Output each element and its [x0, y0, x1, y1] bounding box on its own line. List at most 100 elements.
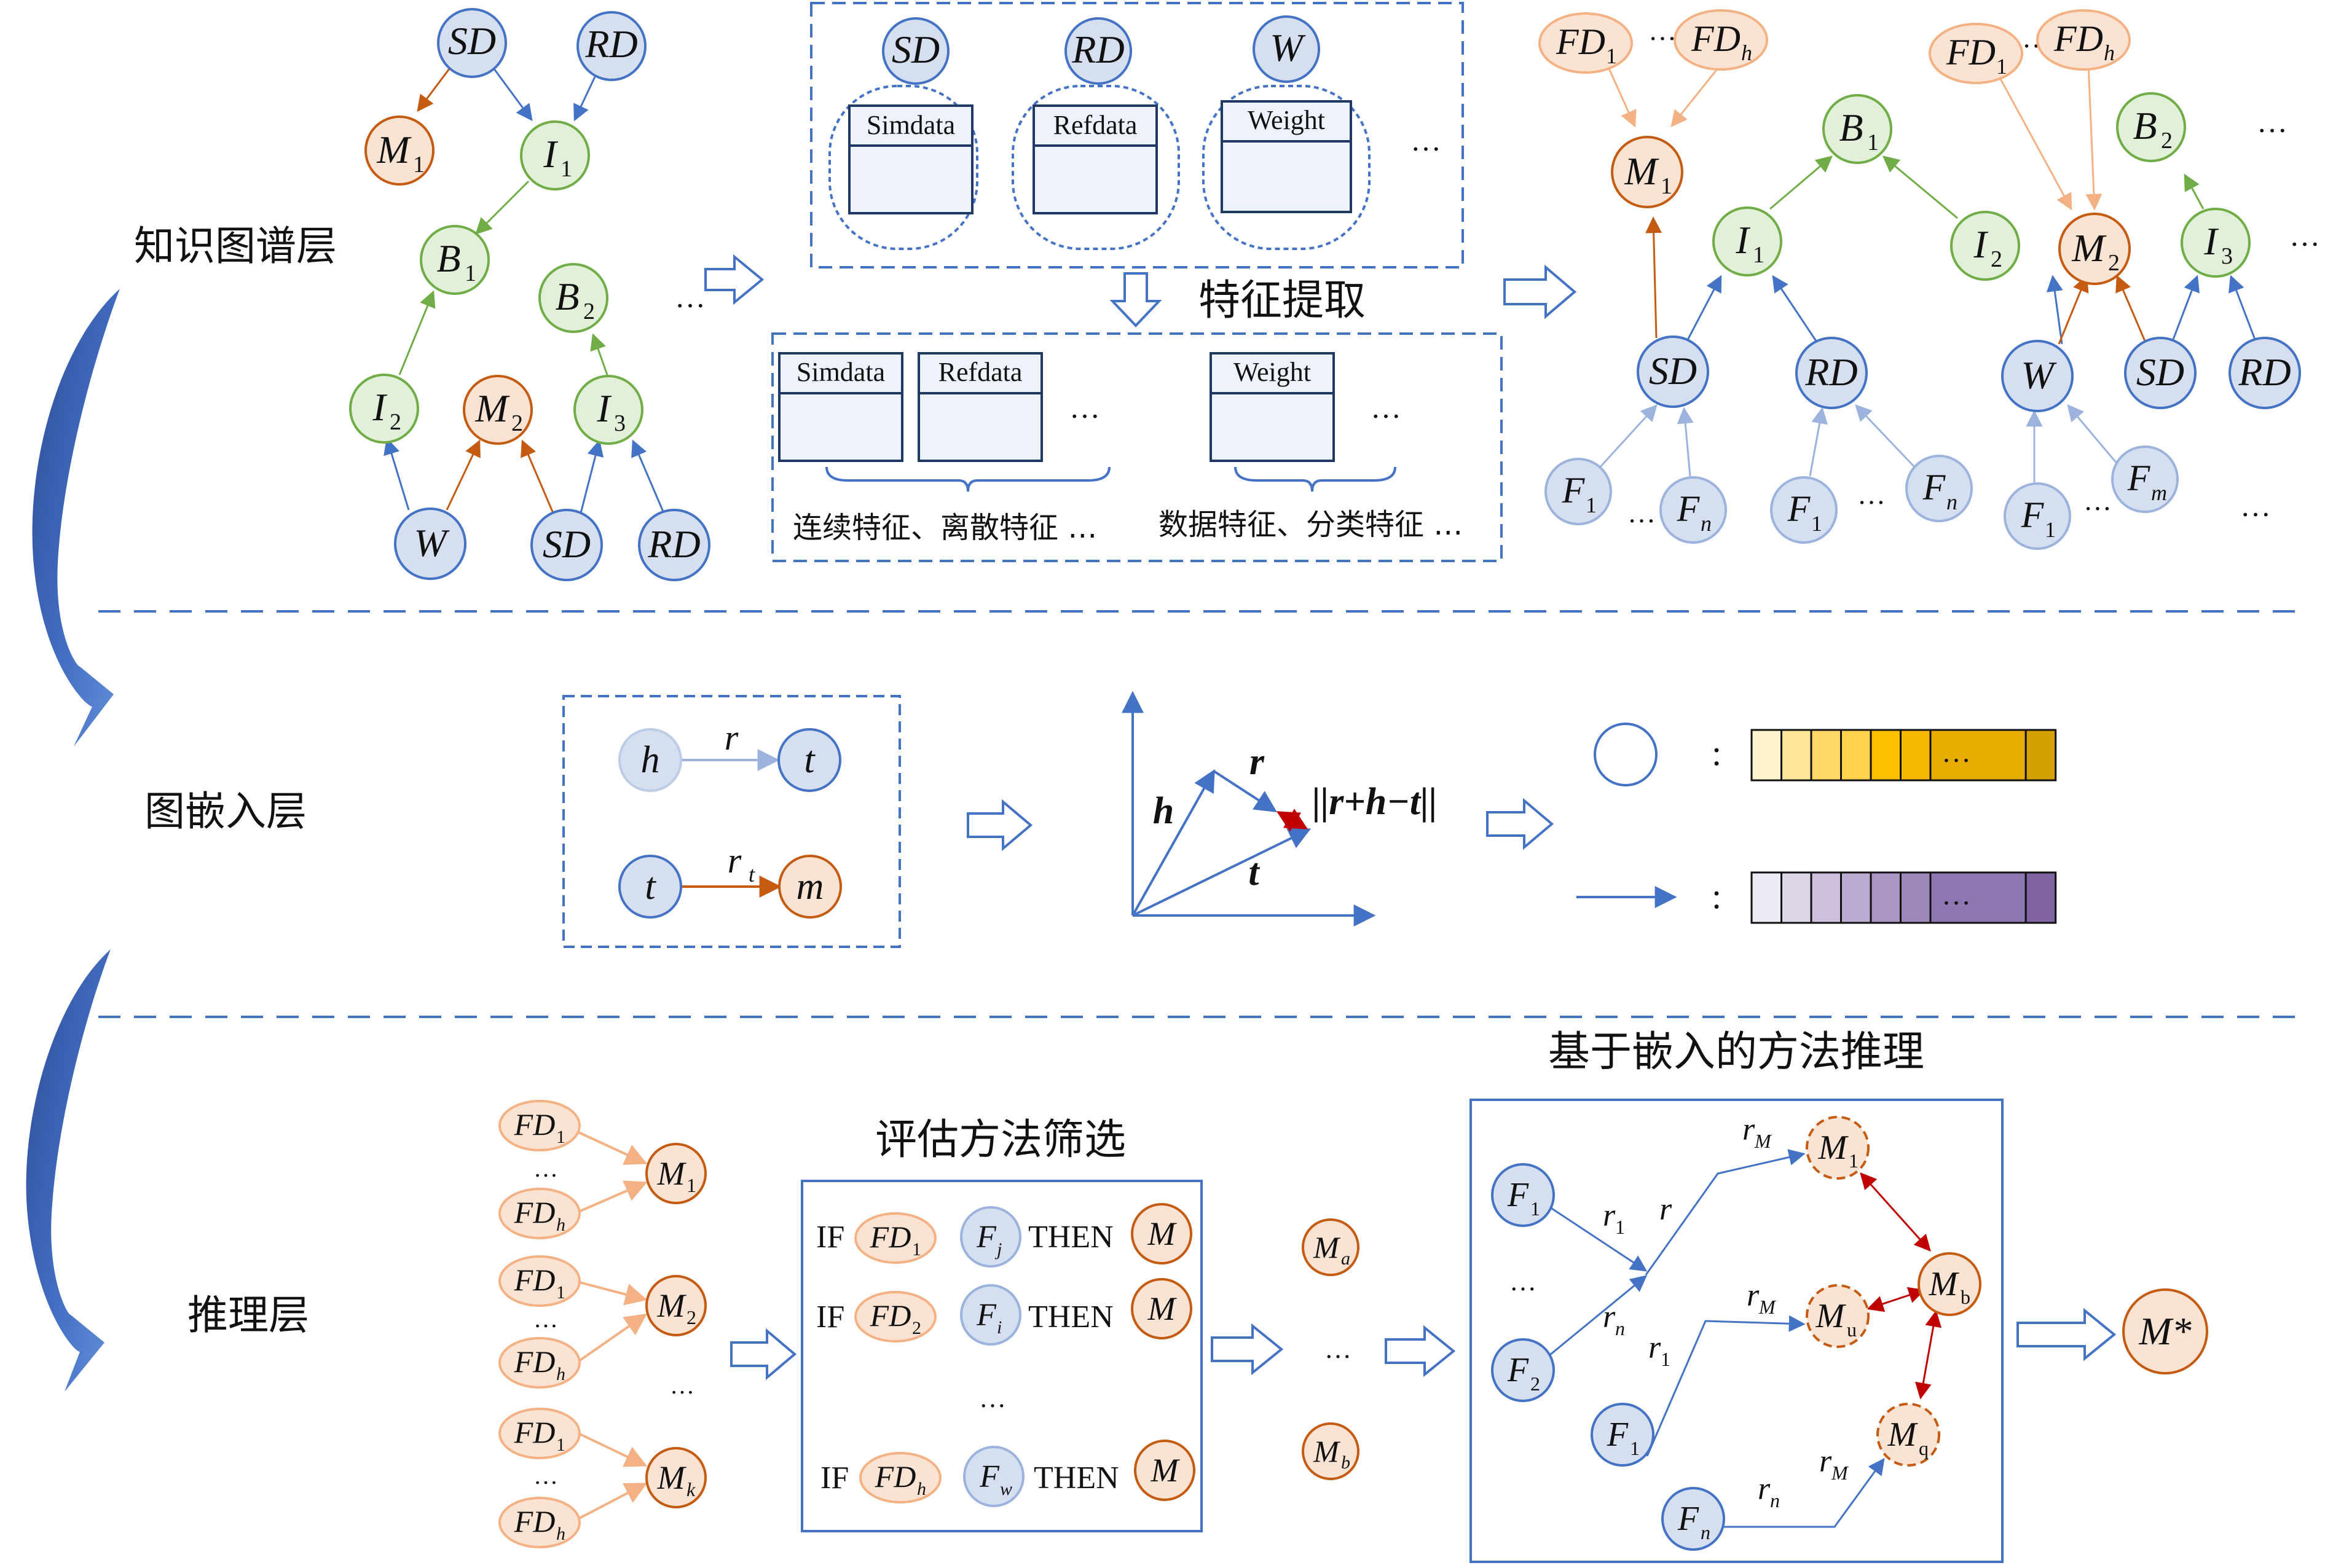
vector-h	[1131, 769, 1215, 916]
svg-text:M: M	[1758, 1296, 1777, 1318]
svg-text:SD: SD	[543, 522, 591, 566]
svg-text:F: F	[2021, 495, 2045, 535]
kg-edge	[1769, 155, 1833, 210]
svg-text:2: 2	[583, 299, 595, 324]
svg-text:M: M	[1831, 1462, 1849, 1484]
svg-text:M: M	[1818, 1129, 1849, 1167]
node-rd: RD	[638, 509, 710, 581]
vector-cell	[1750, 729, 1782, 782]
svg-text:1: 1	[1586, 493, 1597, 517]
svg-text:M: M	[657, 1287, 687, 1324]
svg-text:1: 1	[556, 1127, 565, 1147]
svg-text:RD: RD	[584, 22, 637, 66]
svg-text:n: n	[1946, 490, 1957, 514]
svg-text:a: a	[1341, 1249, 1350, 1269]
feature-extraction-label: 特征提取	[1198, 276, 1366, 325]
svg-text:t: t	[804, 739, 816, 781]
svg-text:SD: SD	[448, 19, 496, 63]
svg-text:r: r	[725, 718, 739, 758]
svg-text:1: 1	[1630, 1437, 1640, 1459]
svg-text:M: M	[657, 1459, 687, 1496]
data-category-features: 数据特征、分类特征 …	[1159, 508, 1463, 542]
node-w: W	[394, 508, 466, 580]
kg-edge	[1882, 155, 1958, 219]
svg-text:n: n	[1701, 511, 1712, 536]
refdata-feature-label: Refdata	[938, 357, 1023, 387]
svg-text:RD: RD	[1071, 28, 1124, 71]
svg-text:FD: FD	[1691, 18, 1741, 59]
svg-text:u: u	[1847, 1319, 1857, 1341]
svg-text:I: I	[1973, 222, 1988, 266]
svg-text:r: r	[1603, 1299, 1616, 1335]
feature-table-ellipsis: …	[1069, 390, 1100, 425]
node-ellipsis: …	[2289, 218, 2320, 253]
svg-text:2: 2	[912, 1318, 921, 1338]
vector-cell	[1780, 729, 1812, 782]
brace-continuous	[825, 466, 1111, 492]
kg-edge	[2085, 64, 2103, 211]
entity-colon: :	[1712, 733, 1721, 773]
svg-text:F: F	[976, 1298, 997, 1333]
svg-text:W: W	[1270, 26, 1306, 69]
hollow-arrow-icon	[1385, 1325, 1456, 1378]
kg-edge	[487, 61, 533, 122]
rule-if: IF	[820, 1460, 849, 1495]
node-sd: SD	[437, 8, 507, 78]
svg-text:FD: FD	[1556, 22, 1605, 62]
kg-edge	[2229, 275, 2257, 342]
vector-cell	[1870, 871, 1902, 924]
svg-text:B: B	[555, 275, 579, 318]
method-filter-title: 评估方法筛选	[875, 1116, 1126, 1164]
hollow-arrow-icon	[1503, 264, 1577, 319]
svg-text:r: r	[1758, 1472, 1771, 1507]
svg-text:h: h	[556, 1364, 565, 1384]
svg-text:i: i	[997, 1317, 1002, 1338]
node-m	[778, 855, 842, 919]
svg-text:1: 1	[1867, 130, 1879, 155]
svg-text:q: q	[1919, 1437, 1929, 1459]
node-sd: SD	[530, 509, 603, 581]
kg-edge	[2184, 173, 2205, 210]
svg-text:b: b	[1961, 1286, 1970, 1308]
svg-text:1: 1	[561, 156, 572, 182]
kg-edge	[1772, 275, 1817, 342]
svg-text:M: M	[1147, 1215, 1178, 1252]
relation-colon: :	[1712, 876, 1721, 916]
kg-edge	[1855, 404, 1916, 468]
transe-vector-plot: h r t ||r+h−t||	[1122, 691, 1437, 927]
final-method-label: M*	[2138, 1309, 2191, 1353]
svg-text:1: 1	[1661, 173, 1672, 199]
svg-text:3: 3	[2221, 243, 2233, 269]
kg-edge	[398, 290, 436, 375]
hollow-arrow-icon	[1211, 1323, 1284, 1376]
svg-text:r: r	[1648, 1330, 1661, 1365]
layer-flow-arrow-1	[32, 249, 120, 747]
svg-text:I: I	[543, 132, 558, 176]
svg-text:FD: FD	[514, 1344, 556, 1379]
vector-cell	[1780, 871, 1812, 924]
continuous-discrete-features: 连续特征、离散特征 …	[793, 511, 1097, 545]
triple-t-rt-m: t r t m	[618, 841, 842, 919]
svg-text:1: 1	[1661, 1348, 1670, 1370]
svg-text:r: r	[1742, 1112, 1755, 1147]
svg-text:t: t	[749, 862, 755, 887]
kg-edge	[521, 439, 554, 514]
svg-text:m: m	[2151, 480, 2167, 505]
hollow-down-arrow-icon	[1109, 272, 1162, 327]
kg-edge	[1809, 407, 1828, 477]
svg-text:M: M	[1147, 1290, 1178, 1327]
embedding-inference-title: 基于嵌入的方法推理	[1548, 1028, 1924, 1076]
